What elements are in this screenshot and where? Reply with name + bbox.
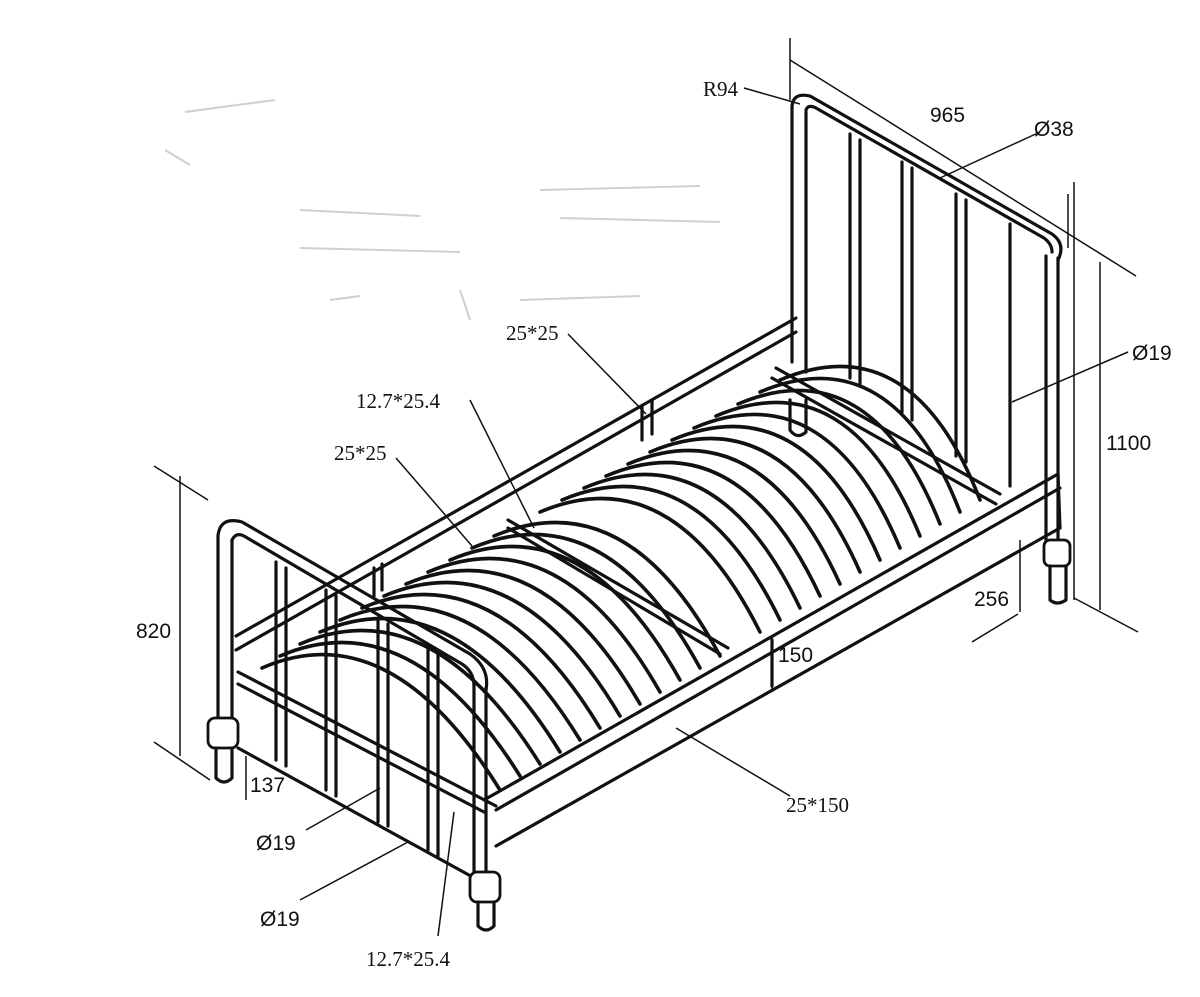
foot-leg-joint-left [206,716,240,750]
footboard [206,519,502,932]
label-slat-foot: 12.7*25.4 [366,947,451,971]
label-height-foot: 820 [136,620,171,643]
dimension-lines [153,38,1139,937]
slats [260,364,982,792]
label-slat-mid: 12.7*25.4 [356,389,441,413]
side-rails [234,316,1062,848]
foot-leg-joint-right [468,870,502,904]
label-side-rail: 25*150 [786,793,849,817]
dimension-labels: R94 965 Ø38 Ø19 1100 256 150 25*150 820 … [136,77,1172,971]
label-support-left: 25*25 [334,441,387,465]
label-spindle-head: Ø19 [1132,342,1172,365]
headboard [788,93,1072,605]
label-height-head: 1100 [1106,432,1151,455]
label-radius-top: R94 [703,77,739,101]
label-spindle-foot-1: Ø19 [256,832,296,855]
label-rail-depth: 150 [778,644,813,667]
head-leg-joint-right [1042,538,1072,568]
label-support-right: 25*25 [506,321,559,345]
label-leg-head: 256 [974,588,1009,611]
faint-marks [164,99,721,321]
label-leg-foot: 137 [250,774,285,797]
label-width: 965 [930,104,965,127]
label-spindle-foot-2: Ø19 [260,908,300,931]
label-tube-top: Ø38 [1034,118,1074,141]
